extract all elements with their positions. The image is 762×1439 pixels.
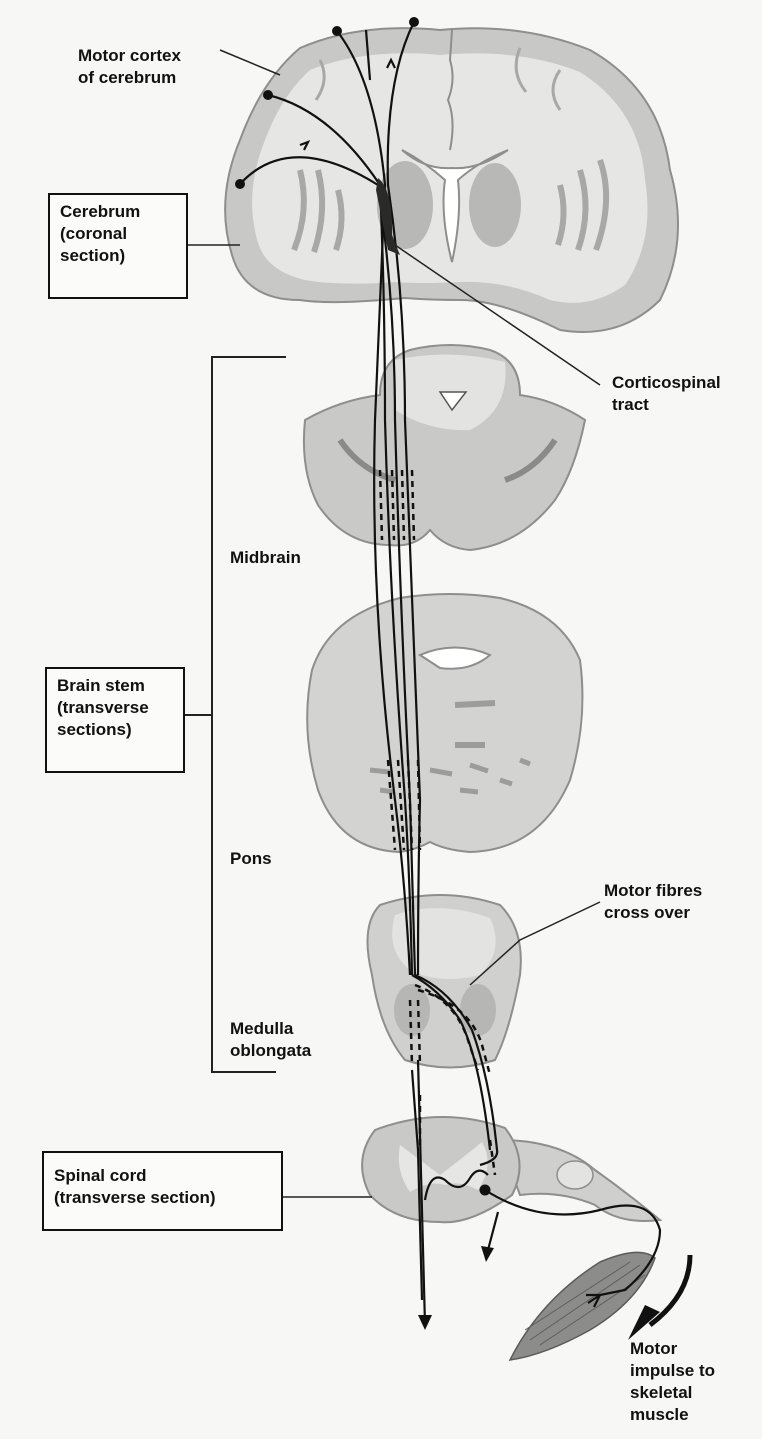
olive-left	[394, 984, 430, 1036]
motor-neuron-body	[480, 1185, 491, 1196]
basal-ganglia-right	[469, 163, 521, 247]
label-brain-stem-line3: sections)	[57, 719, 173, 741]
label-box-cerebrum: Cerebrum (coronal section)	[48, 193, 188, 299]
label-motor-impulse-line3: skeletal	[630, 1382, 715, 1404]
label-corticospinal-line1: Corticospinal	[612, 372, 721, 394]
pons-outline	[307, 594, 582, 852]
label-pons: Pons	[230, 848, 272, 870]
label-spinal-cord-line2: (transverse section)	[54, 1187, 271, 1209]
label-brain-stem-line2: (transverse	[57, 697, 173, 719]
label-motor-impulse-line4: muscle	[630, 1404, 715, 1426]
label-box-brain-stem: Brain stem (transverse sections)	[45, 667, 185, 773]
pons-section	[307, 594, 582, 852]
label-brain-stem-line1: Brain stem	[57, 675, 173, 697]
label-medulla-line2: oblongata	[230, 1040, 311, 1062]
brain-stem-bracket	[183, 357, 286, 1072]
cerebrum-section	[225, 28, 678, 332]
small-arrow-head	[481, 1246, 494, 1262]
label-medulla-line1: Medulla	[230, 1018, 311, 1040]
descending-arrow-head	[418, 1315, 432, 1330]
label-motor-cortex: Motor cortex of cerebrum	[78, 45, 181, 89]
neuron-body-1	[332, 26, 342, 36]
midbrain-section	[304, 345, 585, 550]
neuron-body-4	[235, 179, 245, 189]
medulla-section	[368, 895, 521, 1068]
dorsal-root-ganglion	[557, 1161, 593, 1189]
label-medulla: Medulla oblongata	[230, 1018, 311, 1062]
olive-right	[460, 984, 496, 1036]
label-corticospinal: Corticospinal tract	[612, 372, 721, 416]
leader-motor-cortex	[220, 50, 280, 75]
label-cerebrum-line3: section)	[60, 245, 176, 267]
label-motor-impulse-line2: impulse to	[630, 1360, 715, 1382]
label-spinal-cord-line1: Spinal cord	[54, 1165, 271, 1187]
bracket-vertical	[212, 357, 286, 1072]
neuron-body-2	[409, 17, 419, 27]
label-motor-impulse-line1: Motor	[630, 1338, 715, 1360]
small-arrow-stem	[488, 1212, 498, 1250]
label-motor-impulse: Motor impulse to skeletal muscle	[630, 1338, 715, 1426]
label-midbrain: Midbrain	[230, 547, 301, 569]
label-box-spinal-cord: Spinal cord (transverse section)	[42, 1151, 283, 1231]
label-motor-cortex-line1: Motor cortex	[78, 45, 181, 67]
label-cerebrum-line1: Cerebrum	[60, 201, 176, 223]
label-corticospinal-line2: tract	[612, 394, 721, 416]
label-motor-fibres-line2: cross over	[604, 902, 702, 924]
neuron-body-3	[263, 90, 273, 100]
label-motor-fibres-line1: Motor fibres	[604, 880, 702, 902]
label-cerebrum-line2: (coronal	[60, 223, 176, 245]
label-motor-cortex-line2: of cerebrum	[78, 67, 181, 89]
label-motor-fibres: Motor fibres cross over	[604, 880, 702, 924]
